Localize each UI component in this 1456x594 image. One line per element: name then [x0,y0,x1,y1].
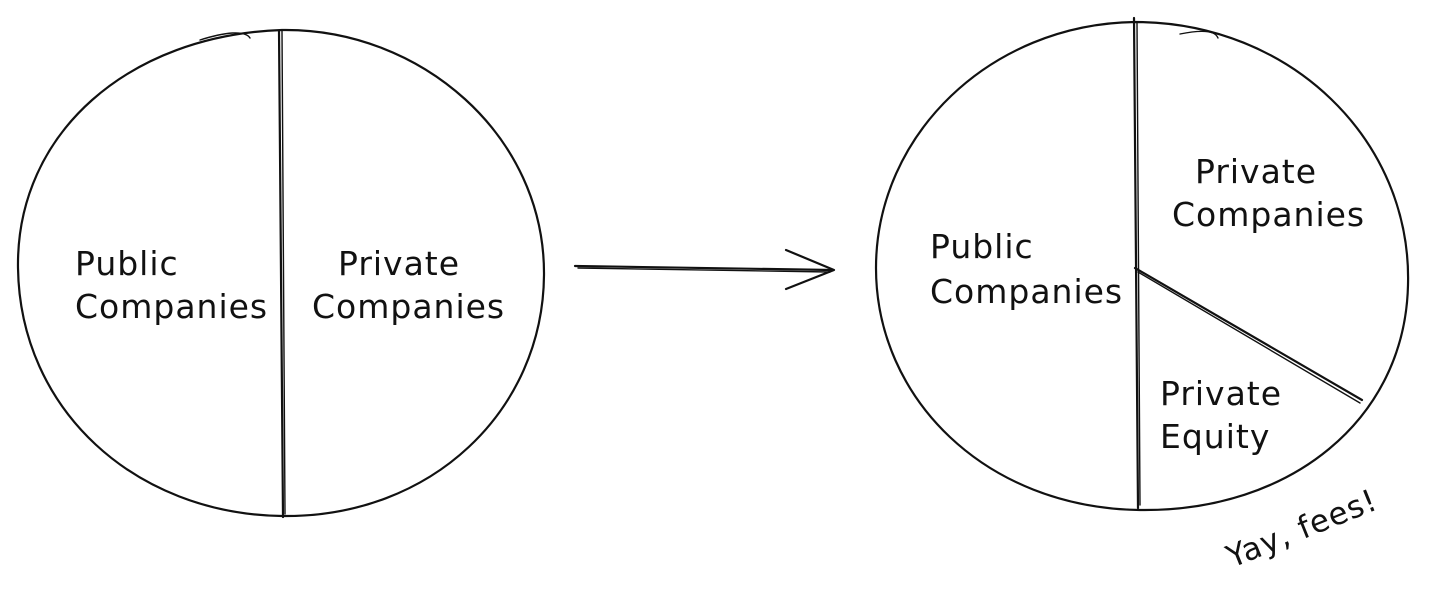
after-public-label-line2: Companies [930,272,1123,311]
before-pie-outline-sketch [199,32,251,41]
before-private-label-line1: Private [338,244,460,283]
before-pie-divider [277,29,285,519]
after-pie-slice-divider [1133,266,1364,402]
arrow-shaft [573,264,834,272]
arrow-head [784,248,836,291]
after-public-label-line1: Public [930,227,1034,266]
before-private-label-line2: Companies [312,287,505,326]
after-private-companies-label-line2: Companies [1172,195,1365,234]
after-private-equity-label-line1: Private [1160,374,1282,413]
arrow-shaft-sketch [577,267,831,273]
after-pie-outline-sketch [1179,30,1219,39]
after-pie-slice-divider-sketch [1137,271,1361,404]
before-pie-divider-sketch [281,30,286,515]
after-private-companies-label-line1: Private [1195,152,1317,191]
before-pie: Public Companies Private Companies [16,28,546,519]
before-public-label-line1: Public [75,244,179,283]
before-public-label-line2: Companies [75,287,268,326]
after-pie-outline [874,20,1410,512]
transition-arrow [573,248,836,291]
after-pie-vertical-divider [1132,16,1140,510]
after-pie: Public Companies Private Companies Priva… [874,16,1410,512]
fees-note: Yay, fees! [1221,482,1383,575]
after-pie-vertical-divider-sketch [1136,21,1141,506]
after-private-equity-label-line2: Equity [1160,417,1270,456]
